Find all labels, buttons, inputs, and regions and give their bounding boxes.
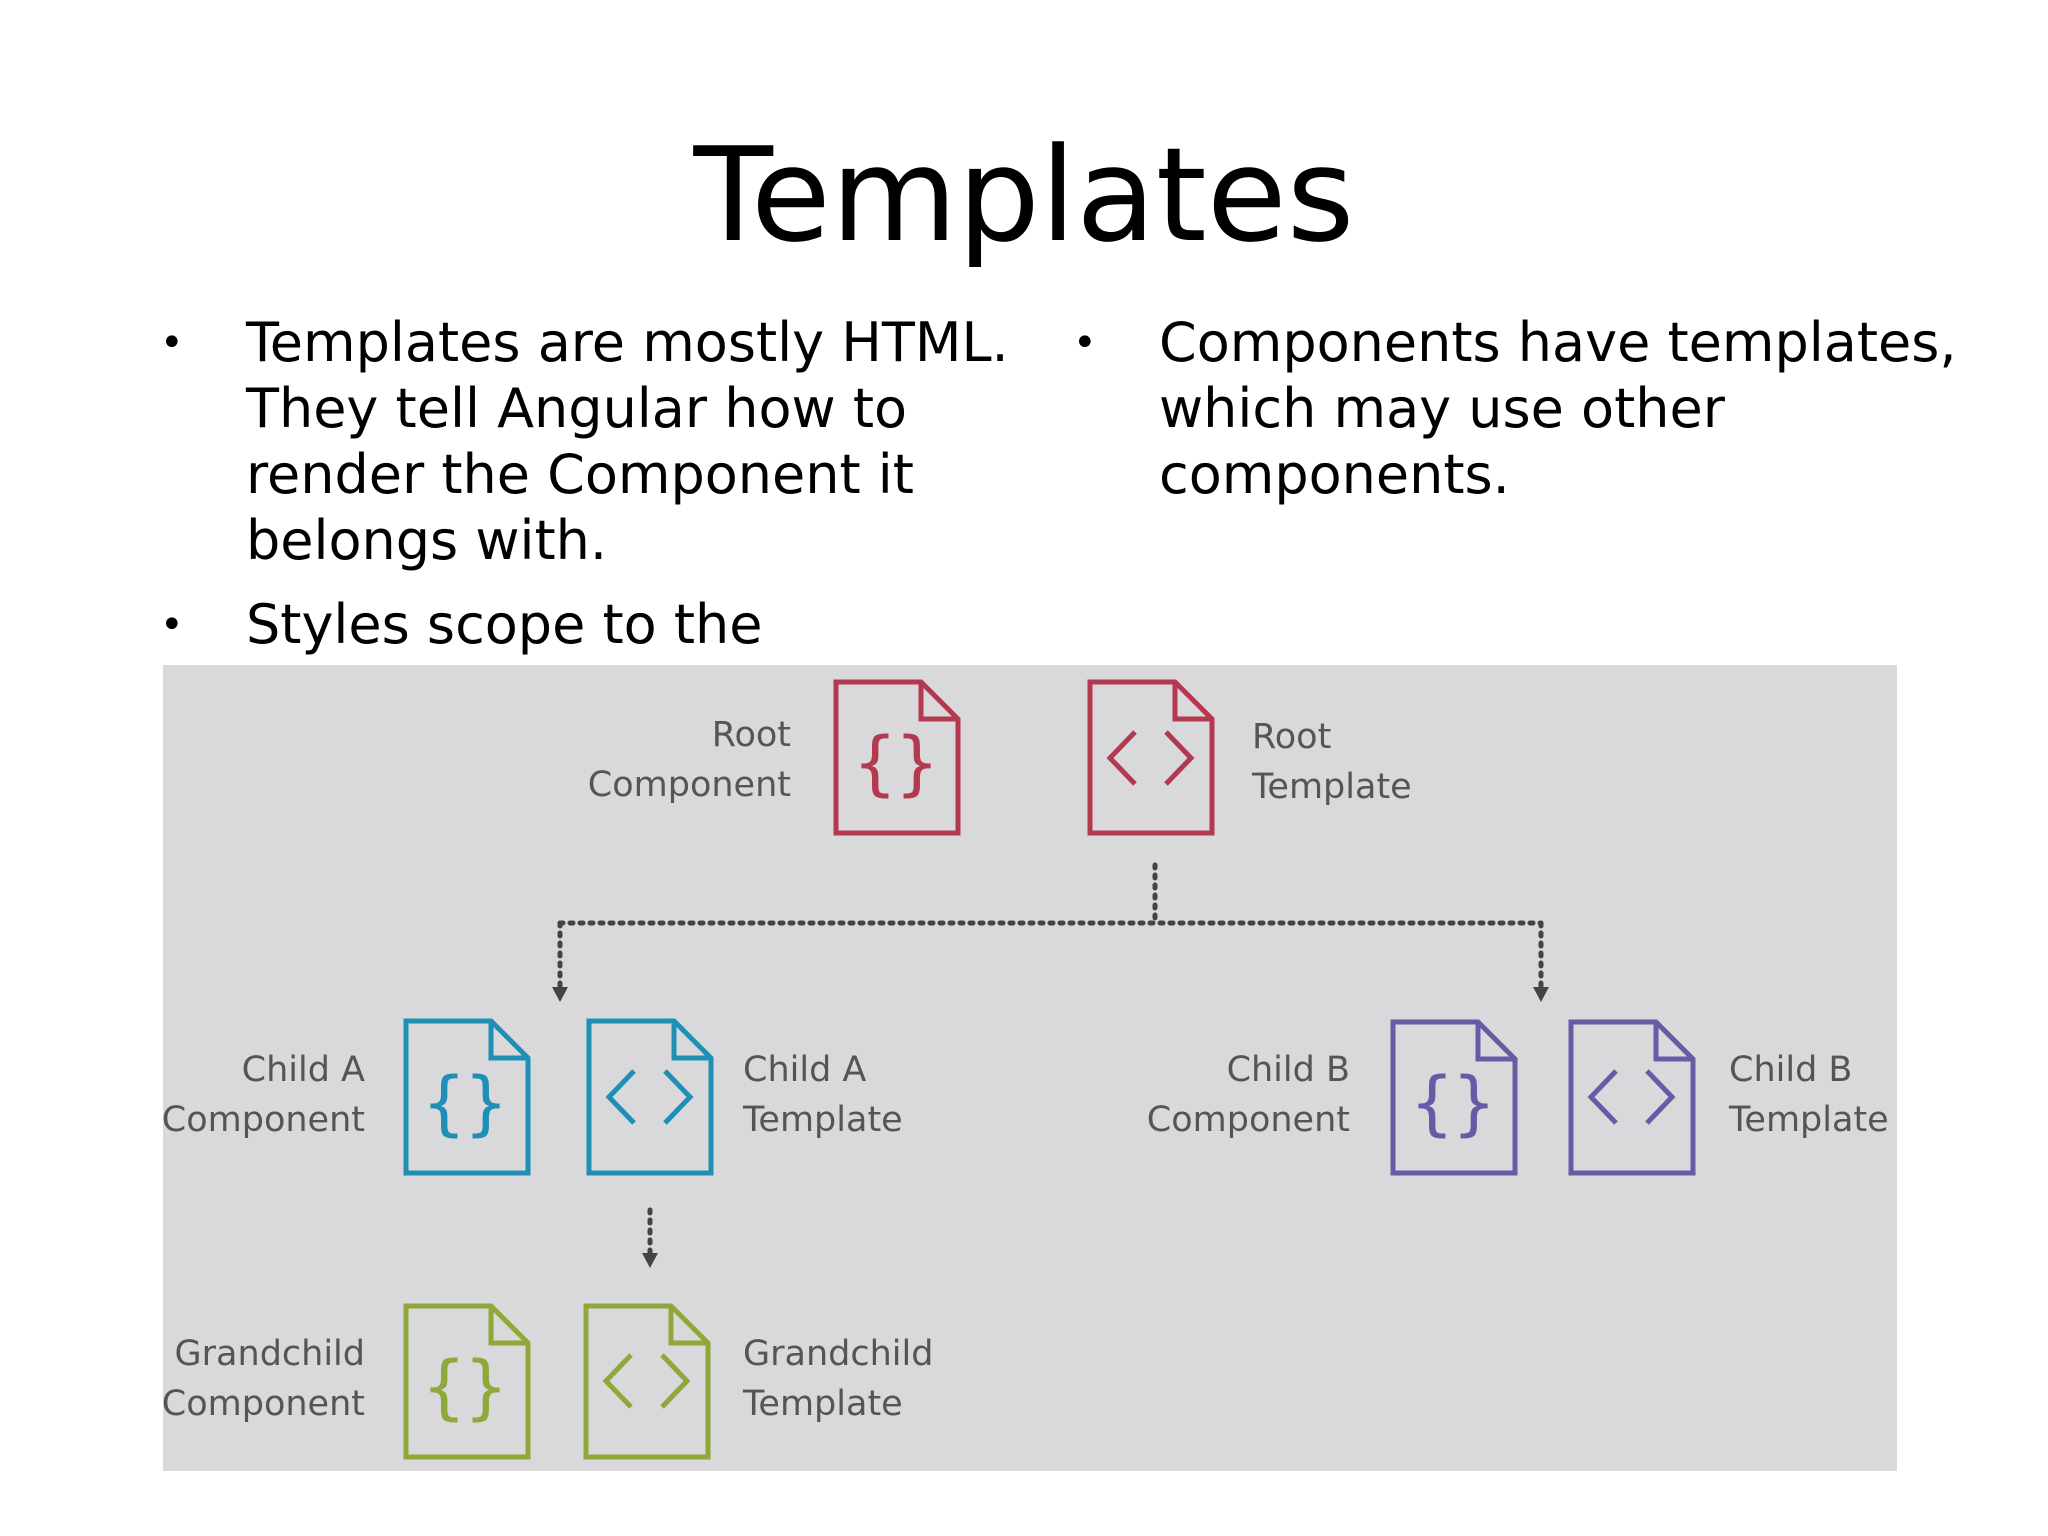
arrow-down-icon (642, 1253, 658, 1268)
connector-lines (557, 862, 1544, 1256)
root-template-icon (1087, 679, 1215, 836)
bullet-dot: • (160, 320, 184, 366)
label-line: Template (743, 1384, 903, 1424)
label-line: Grandchild (743, 1334, 934, 1374)
component-tree-diagram: {} {} {} (163, 665, 1897, 1471)
child-b-component-icon: {} (1390, 1019, 1518, 1176)
bullet-dot: • (160, 602, 184, 648)
right-bullet-list: • Components have templates, which may u… (1073, 310, 1973, 526)
svg-text:{}: {} (1411, 1062, 1495, 1144)
grandchild-template-icon (583, 1303, 711, 1460)
root-component-label: Root Component (588, 710, 791, 810)
diagram-graphics: {} {} {} (403, 679, 1696, 1460)
bullet-text: Templates are mostly HTML. They tell Ang… (246, 311, 1009, 572)
label-line: Component (1146, 1100, 1350, 1140)
child-a-template-label: Child A Template (743, 1045, 903, 1145)
child-b-component-label: Child B Component (1147, 1045, 1350, 1145)
label-line: Template (1252, 767, 1412, 807)
label-line: Template (1729, 1100, 1889, 1140)
child-a-component-icon: {} (403, 1018, 531, 1176)
slide-title: Templates (693, 119, 1355, 271)
grandchild-component-label: Grandchild Component (163, 1329, 365, 1429)
arrow-down-icon (552, 987, 568, 1002)
root-template-label: Root Template (1252, 712, 1412, 812)
connector-arrowheads (552, 987, 1549, 1268)
label-line: Child A (241, 1050, 365, 1090)
child-b-template-label: Child B Template (1729, 1045, 1889, 1145)
svg-text:{}: {} (423, 1062, 507, 1144)
grandchild-template-label: Grandchild Template (743, 1329, 933, 1429)
root-component-icon: {} (833, 679, 961, 836)
label-line: Template (743, 1100, 903, 1140)
svg-text:{}: {} (423, 1346, 507, 1428)
bullet-item: • Components have templates, which may u… (1073, 310, 1973, 508)
label-line: Root (1252, 717, 1332, 757)
child-b-template-icon (1568, 1019, 1696, 1176)
bullet-item: • Styles scope to the (160, 592, 1060, 658)
arrow-down-icon (1533, 987, 1549, 1002)
child-a-template-icon (586, 1018, 714, 1176)
bullet-text: Styles scope to the (246, 593, 763, 656)
grandchild-component-icon: {} (403, 1303, 531, 1460)
bullet-dot: • (1073, 320, 1097, 366)
label-line: Component (163, 1384, 365, 1424)
child-a-component-label: Child A Component (163, 1045, 365, 1145)
label-line: Component (587, 765, 791, 805)
svg-text:{}: {} (854, 722, 938, 804)
bullet-item: • Templates are mostly HTML. They tell A… (160, 310, 1060, 574)
label-line: Child A (743, 1050, 867, 1090)
label-line: Child B (1729, 1050, 1853, 1090)
bullet-text: Components have templates, which may use… (1159, 311, 1957, 506)
left-bullet-list: • Templates are mostly HTML. They tell A… (160, 310, 1060, 676)
label-line: Child B (1226, 1050, 1350, 1090)
label-line: Grandchild (174, 1334, 365, 1374)
label-line: Root (711, 715, 791, 755)
label-line: Component (163, 1100, 365, 1140)
